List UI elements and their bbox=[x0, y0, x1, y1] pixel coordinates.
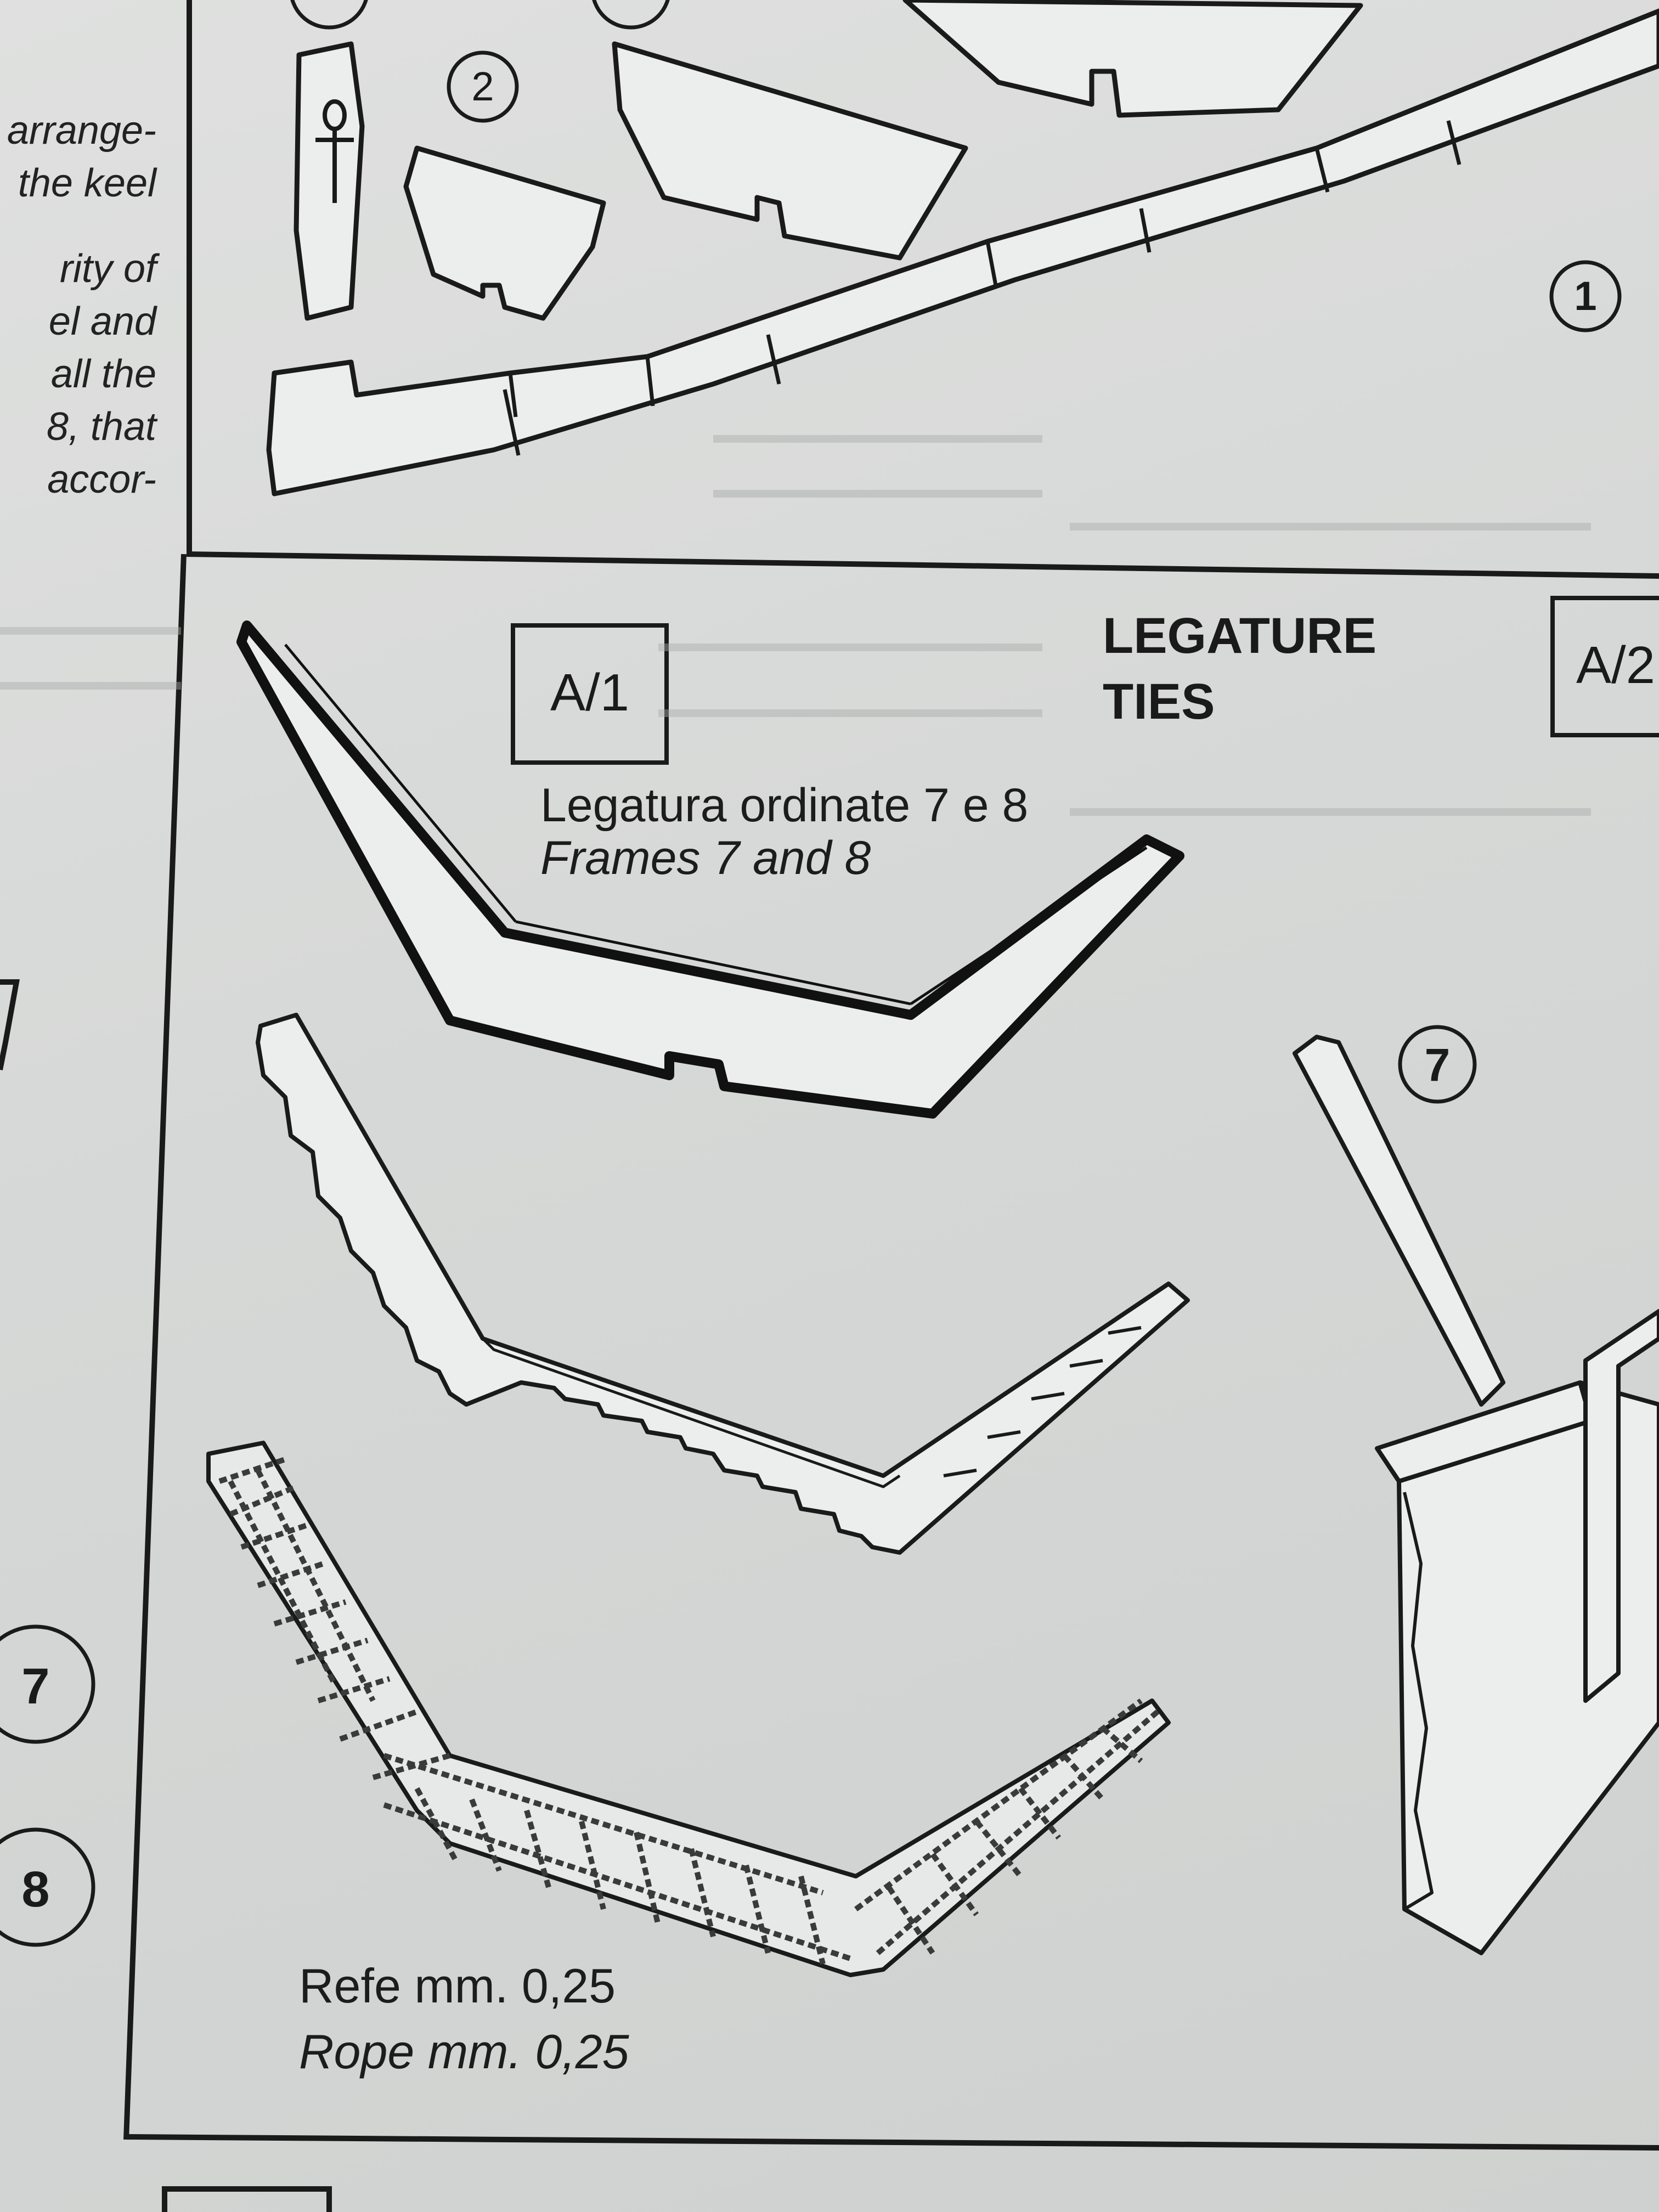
margin-line: rity of bbox=[59, 247, 156, 291]
box-label-a2: A/2 bbox=[1576, 636, 1655, 695]
label-boxes bbox=[511, 596, 1659, 765]
margin-line: 8, that bbox=[46, 405, 156, 449]
margin-line: the keel bbox=[18, 161, 156, 205]
assembly-part-7 bbox=[1293, 1035, 1659, 1955]
margin-line: el and bbox=[48, 300, 156, 343]
callout-part-2: 2 bbox=[471, 64, 494, 109]
callout-part-7-left: 7 bbox=[21, 1658, 49, 1714]
frame-tied-with-rope bbox=[206, 1441, 1171, 1977]
ankh-symbol-icon bbox=[315, 99, 354, 203]
margin-line: arrange- bbox=[7, 109, 156, 153]
frame-notched bbox=[256, 1013, 1190, 1555]
frame-pieces-top bbox=[294, 0, 1363, 321]
bleed-through-lines bbox=[0, 435, 1591, 816]
caption-frames: Legatura ordinate 7 e 8 Frames 7 and 8 bbox=[540, 779, 1028, 884]
callout-circles bbox=[0, 0, 1622, 1947]
margin-line: all the bbox=[50, 352, 156, 396]
left-edge-bracket bbox=[0, 979, 20, 1070]
frame-outline-a1 bbox=[236, 620, 1184, 1119]
margin-line: accor- bbox=[47, 458, 156, 501]
caption-frames-english: Frames 7 and 8 bbox=[540, 832, 871, 884]
box-label-a1: A/1 bbox=[550, 663, 629, 722]
caption-frames-italian: Legatura ordinate 7 e 8 bbox=[540, 779, 1029, 832]
callout-part-1: 1 bbox=[1574, 273, 1596, 319]
callout-part-8-left: 8 bbox=[21, 1861, 49, 1917]
caption-rope-english: Rope mm. 0,25 bbox=[299, 2024, 629, 2079]
left-margin-text: arrange- the keel rity of el and all the… bbox=[0, 104, 156, 506]
caption-rope-italian: Refe mm. 0,25 bbox=[299, 1959, 616, 2013]
heading-legature: LEGATURE bbox=[1103, 608, 1376, 664]
caption-rope: Refe mm. 0,25 Rope mm. 0,25 bbox=[299, 1953, 629, 2085]
heading-ties: TIES bbox=[1103, 674, 1215, 730]
keel-piece bbox=[266, 8, 1659, 496]
callout-part-7-right: 7 bbox=[1425, 1039, 1451, 1091]
panel-borders bbox=[123, 0, 1659, 2212]
